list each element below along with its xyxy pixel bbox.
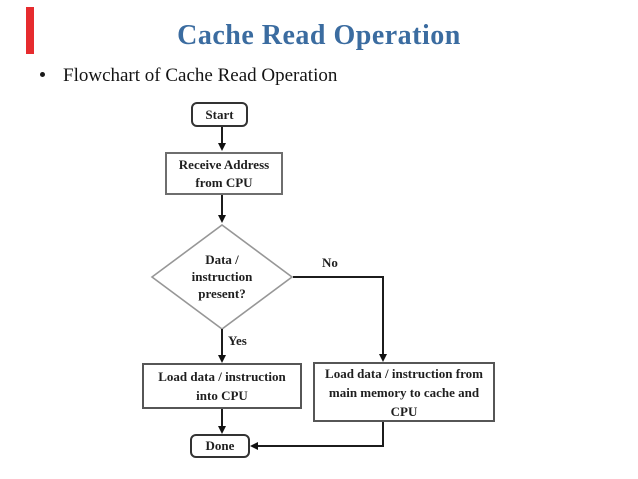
- arrowhead-left-icon: [250, 442, 258, 450]
- flow-node-done: Done: [190, 434, 250, 458]
- flow-node-decision-line3: present?: [198, 286, 246, 301]
- arrowhead-icon: [218, 426, 226, 434]
- arrowhead-icon: [379, 354, 387, 362]
- flow-node-load-memory-line2: main memory to cache and: [328, 384, 480, 400]
- edge-loadcpu-done: [221, 409, 223, 427]
- bullet-text: Flowchart of Cache Read Operation: [63, 65, 338, 86]
- bullet-icon: [40, 71, 45, 77]
- flow-node-decision-shape: [150, 224, 294, 330]
- flow-node-done-label: Done: [205, 438, 235, 453]
- flow-node-receive-address: Receive Address from CPU: [165, 152, 283, 195]
- flow-node-receive-line2: from CPU: [195, 174, 253, 190]
- edge-loadmem-done-horizontal: [256, 445, 384, 447]
- flow-node-decision: Data / instruction present?: [152, 251, 292, 302]
- edge-decision-no-vertical: [382, 276, 384, 354]
- flow-node-decision-line1: Data /: [205, 252, 239, 267]
- flow-node-decision-line2: instruction: [191, 269, 253, 284]
- edge-label-yes: Yes: [228, 333, 247, 348]
- flow-node-start-label: Start: [205, 106, 234, 122]
- flow-node-load-memory-line1: Load data / instruction from: [325, 365, 483, 381]
- edge-decision-no-horizontal: [293, 276, 384, 278]
- flow-node-load-cpu: Load data / instruction into CPU: [142, 363, 302, 409]
- flow-node-start: Start: [191, 102, 248, 127]
- arrowhead-icon: [218, 355, 226, 363]
- edge-decision-yes: [221, 329, 223, 355]
- edge-loadmem-done-vertical: [382, 422, 384, 446]
- flow-node-load-memory: Load data / instruction from main memory…: [313, 362, 495, 422]
- arrowhead-icon: [218, 215, 226, 223]
- edge-start-receive: [221, 127, 223, 144]
- flow-node-load-cpu-line2: into CPU: [196, 388, 248, 403]
- flow-node-load-cpu-line1: Load data / instruction: [158, 369, 286, 384]
- arrowhead-icon: [218, 143, 226, 151]
- flow-node-load-memory-line3: CPU: [390, 403, 418, 419]
- slide-title: Cache Read Operation: [177, 20, 461, 51]
- red-accent-bar: [26, 7, 34, 54]
- edge-label-no: No: [322, 255, 338, 270]
- bullet-item: Flowchart of Cache Read Operation: [40, 65, 600, 87]
- edge-receive-decision: [221, 195, 223, 215]
- flow-node-receive-line1: Receive Address: [178, 156, 270, 172]
